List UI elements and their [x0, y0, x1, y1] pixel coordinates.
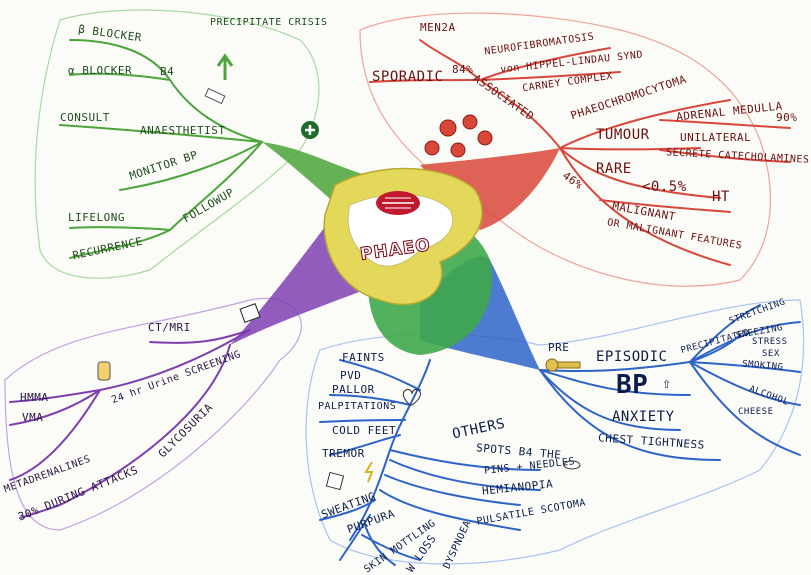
purple-branches	[9, 329, 251, 519]
unilateral-label: UNILATERAL	[680, 131, 752, 144]
eye-icon	[563, 460, 581, 470]
lifelong-label: LIFELONG	[68, 211, 125, 224]
red-branches	[369, 39, 791, 266]
arrow-up-outline-icon: ⇧	[662, 374, 672, 392]
cold-feet-label: COLD FEET	[332, 424, 397, 437]
rare-percent: <0.5%	[642, 179, 687, 195]
pre-label: PRE	[548, 341, 570, 354]
bp-label: BP	[616, 370, 649, 400]
men2a-label: MEN2A	[420, 21, 456, 34]
anxiety-label: ANXIETY	[612, 409, 675, 425]
green-region-outline	[34, 9, 320, 279]
dice-icon	[325, 471, 345, 491]
cheese-label: CHEESE	[738, 407, 774, 417]
sporadic-label: SPORADIC	[372, 69, 444, 85]
vma-label: VMA	[22, 411, 44, 424]
tumour-cell-icon-5	[450, 142, 466, 158]
ht-label: HT	[712, 189, 730, 205]
plus-icon-mark	[305, 125, 315, 135]
red-wedge	[420, 148, 560, 230]
palpitations-label: PALPITATIONS	[318, 401, 397, 412]
key-head-icon	[545, 358, 559, 372]
sporadic-percent: 84%	[452, 63, 474, 76]
precipitate-crisis: PRECIPITATE CRISIS	[210, 17, 328, 28]
scanner-icon	[239, 303, 261, 323]
b4-label: B4	[160, 65, 175, 78]
green-branches	[59, 39, 263, 259]
pvd-label: PVD	[340, 369, 362, 382]
ct-mri-label: CT/MRI	[148, 321, 191, 334]
blue-region-outline	[305, 299, 805, 565]
episodic-label: EPISODIC	[596, 349, 668, 365]
hmma-label: HMMA	[20, 391, 49, 404]
faints-label: FAINTS	[342, 351, 385, 364]
arrow-up-icon	[216, 53, 234, 80]
pallor-label: PALLOR	[332, 383, 375, 396]
consult-label: CONSULT	[60, 111, 110, 124]
tumour-cell-icon-2	[462, 114, 478, 130]
drug-vial-icon	[204, 87, 226, 105]
tumour-cell-icon-4	[424, 140, 440, 156]
unilateral-percent: 90%	[776, 111, 798, 124]
center-blob-white	[347, 193, 454, 267]
alpha-blocker: α BLOCKER	[68, 64, 133, 77]
test-tube-icon	[97, 361, 111, 381]
tumour-cell-icon-1	[439, 119, 457, 137]
tumour-cell-icon-3	[477, 130, 493, 146]
anaesthetist-label: ANAESTHETIST	[140, 124, 226, 137]
lightning-icon	[364, 461, 374, 483]
sex-label: SEX	[762, 349, 780, 359]
key-icon	[555, 361, 581, 369]
tremor-label: TREMOR	[322, 447, 365, 460]
heart-icon	[402, 389, 421, 406]
tumour-label: TUMOUR	[596, 127, 650, 143]
stress-label: STRESS	[752, 337, 788, 347]
rare-label: RARE	[596, 161, 632, 177]
blue-branches	[319, 304, 801, 566]
purple-region-outline	[4, 297, 302, 531]
